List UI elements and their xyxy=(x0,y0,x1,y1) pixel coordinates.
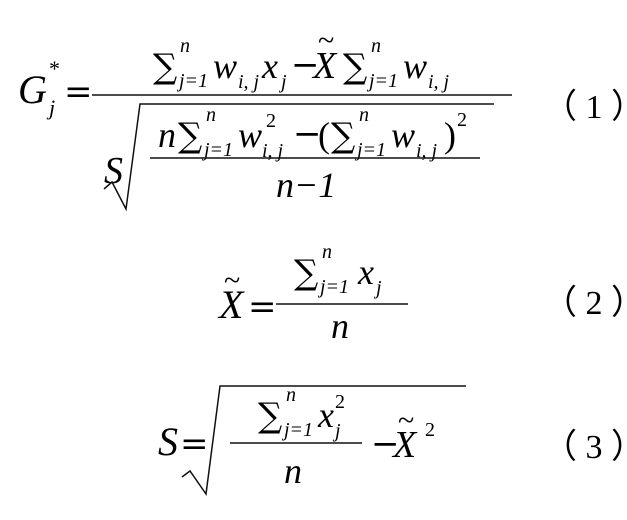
eq1-num-sum2-upper: n xyxy=(371,35,381,57)
eq1-num-xbar: X xyxy=(311,45,338,87)
eq1-den-w2-sub: i, j xyxy=(416,140,438,162)
eq1-num-w: w xyxy=(213,46,237,86)
eq3-equals: = xyxy=(180,424,209,464)
eq2-equals: = xyxy=(248,287,277,327)
eq2-num-x: x xyxy=(357,252,374,292)
eq3-number: （ 3 ） xyxy=(543,428,627,466)
eq3-num-sum: ∑ xyxy=(258,396,282,436)
eq1-num-x: x xyxy=(261,46,278,86)
eq1-den-sum2-lower: j=1 xyxy=(354,139,386,161)
eq1-lhs-superscript: * xyxy=(49,56,60,81)
eq1-num-w-sub: i, j xyxy=(238,71,260,93)
eq1-den-sum1-upper: n xyxy=(206,104,216,126)
eq2-lhs-X: X xyxy=(217,282,245,327)
eq3-num-x-sub: j xyxy=(332,420,341,442)
eq1-num-xbar-tilde: ~ xyxy=(318,24,334,57)
eq2-lhs-tilde: ~ xyxy=(224,264,240,297)
eq1-num-x-sub: j xyxy=(278,71,287,93)
eq1-den-sum1-lower: j=1 xyxy=(201,139,233,161)
eq1-num-sum2: ∑ xyxy=(343,47,367,87)
eq2-num-sum-lower: j=1 xyxy=(317,276,349,298)
eq1-den-n-minus-1: n−1 xyxy=(276,165,336,205)
eq3-xbar-tilde: ~ xyxy=(398,404,414,437)
eq1-den-power: 2 xyxy=(457,109,467,131)
eq3-num-sum-upper: n xyxy=(286,384,296,406)
eq1-den-sum2: ∑ xyxy=(331,116,355,156)
eq1-num-sum1-lower: j=1 xyxy=(176,70,208,92)
eq1-den-n: n xyxy=(158,115,176,155)
equation-3: S = ∑ n j=1 x 2 j n − X ~ 2 （ 3 ） xyxy=(158,384,627,497)
eq1-number: （ 1 ） xyxy=(543,88,627,126)
eq1-den-lparen: ( xyxy=(318,115,330,155)
eq1-den-S: S xyxy=(104,150,123,192)
equation-1: G * j = ∑ n j=1 w i, j x j − X ~ ∑ n j=1… xyxy=(18,24,627,212)
eq1-lhs-subscript: j xyxy=(46,95,55,120)
eq1-den-w2: w xyxy=(391,115,415,155)
eq3-sqrt-sign xyxy=(181,385,466,497)
eq3-num-sum-lower: j=1 xyxy=(281,419,313,441)
eq1-num-sum1-upper: n xyxy=(180,35,190,57)
eq1-den-w-sub: i, j xyxy=(262,140,284,162)
eq1-equals: = xyxy=(64,72,93,112)
eq2-num-sum-upper: n xyxy=(322,241,332,263)
eq1-sqrt-sign xyxy=(103,103,494,212)
eq3-lhs-S: S xyxy=(158,419,178,464)
eq1-num-w2: w xyxy=(403,46,427,86)
eq1-den-rparen: ) xyxy=(444,115,456,155)
eq2-den-n: n xyxy=(331,306,349,346)
eq3-num-x-sup: 2 xyxy=(335,391,345,413)
eq3-xbar: X xyxy=(391,424,418,466)
eq1-num-minus: − xyxy=(291,45,320,85)
eq1-den-w: w xyxy=(238,115,262,155)
eq1-den-sum2-upper: n xyxy=(359,104,369,126)
eq3-xbar-power: 2 xyxy=(425,419,435,441)
eq1-num-sum1: ∑ xyxy=(153,47,177,87)
eq2-num-sum: ∑ xyxy=(294,253,318,293)
eq3-num-x: x xyxy=(317,395,334,435)
eq1-den-w-sup: 2 xyxy=(266,110,276,132)
eq1-lhs-G: G xyxy=(18,67,47,112)
eq3-den-n: n xyxy=(284,451,302,491)
eq1-den-sum1: ∑ xyxy=(178,116,202,156)
eq3-minus: − xyxy=(371,424,400,464)
eq2-num-x-sub: j xyxy=(373,277,382,299)
equation-2: X ~ = ∑ n j=1 x j n （ 2 ） xyxy=(217,241,627,346)
eq1-num-w2-sub: i, j xyxy=(428,71,450,93)
eq1-num-sum2-lower: j=1 xyxy=(366,70,398,92)
eq2-number: （ 2 ） xyxy=(543,284,627,322)
eq1-den-minus: − xyxy=(293,114,322,154)
